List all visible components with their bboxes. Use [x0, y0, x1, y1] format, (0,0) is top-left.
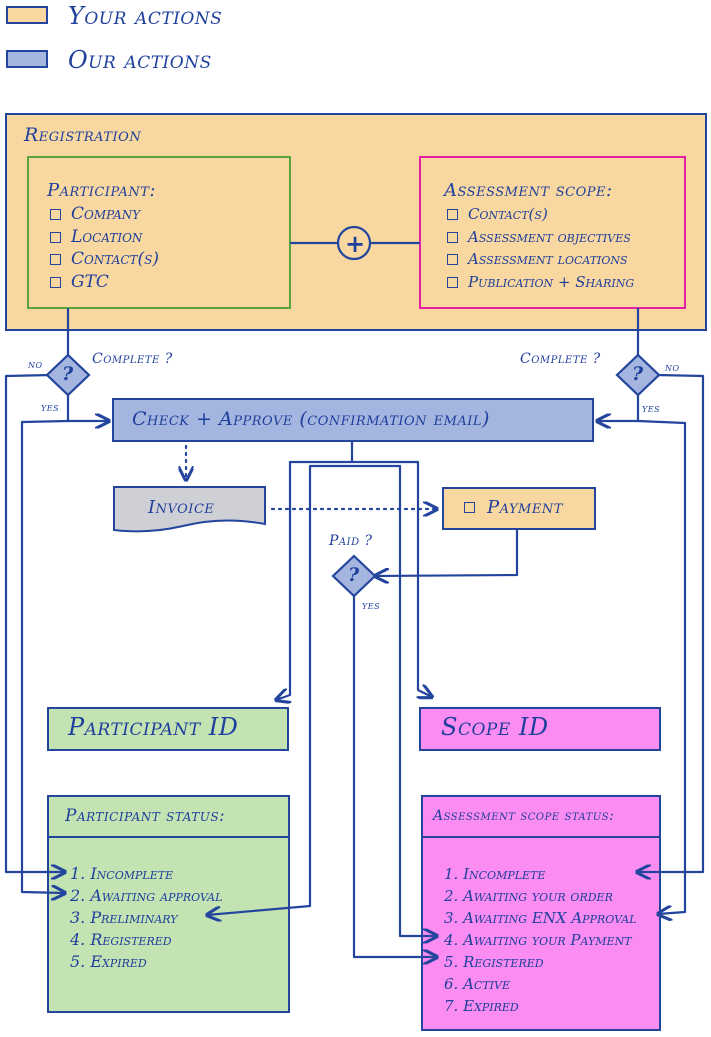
assessment-scope-checklist-item: Publication + Sharing: [447, 271, 634, 294]
to-participant-id: [276, 460, 354, 700]
left-yes-status-path: [20, 419, 70, 893]
participant-status-item: 4. Registered: [70, 930, 172, 949]
paid-decision-label: Paid ?: [329, 533, 373, 549]
to-participant-preliminary: [207, 464, 354, 915]
right-decision-symbol: ?: [632, 363, 644, 385]
checkbox-icon: [447, 254, 458, 265]
participant-checklist-item: Company: [50, 203, 159, 226]
left-no-path: [4, 373, 65, 872]
scope-status-divider: [421, 836, 661, 838]
legend-label-your-actions: Your actions: [68, 2, 223, 30]
payment-checkbox-icon: [464, 502, 475, 513]
participant-checklist-item: Contact(s): [50, 248, 159, 271]
right-no-path: [637, 373, 705, 872]
registration-title: Registration: [24, 124, 142, 146]
assessment-scope-checklist: Contact(s) Assessment objectives Assessm…: [447, 203, 634, 293]
legend-swatch-your-actions: [6, 6, 48, 24]
participant-checklist-item: GTC: [50, 271, 159, 294]
scope-id-box: [419, 707, 661, 751]
assessment-scope-checklist-item: Assessment locations: [447, 248, 634, 271]
left-decision-yes: yes: [41, 400, 60, 414]
plus-circle: [336, 225, 372, 261]
left-yes-path: [66, 393, 109, 421]
participant-status-list: 1. Incomplete 2. Awaiting approval 3. Pr…: [70, 863, 222, 973]
legend-label-our-actions: Our actions: [68, 46, 212, 74]
participant-status-item: 3. Preliminary: [70, 908, 178, 927]
scope-status-item: 3. Awaiting ENX Approval: [444, 909, 637, 927]
scope-status-item: 6. Active: [444, 975, 510, 993]
scope-status-item: 5. Registered: [444, 953, 544, 971]
paid-decision-diamond: [331, 554, 377, 598]
checkbox-icon: [447, 209, 458, 220]
scope-status-box: [421, 795, 661, 1031]
checkbox-icon: [447, 231, 458, 243]
checkbox-icon: [447, 276, 458, 288]
participant-status-item: 1. Incomplete: [70, 864, 174, 883]
payment-box: [442, 487, 596, 530]
legend-swatch-our-actions: [6, 50, 48, 68]
right-yes-status-path: [636, 419, 687, 914]
checkbox-icon: [50, 254, 61, 265]
participant-status-divider: [47, 836, 290, 838]
check-approve-label: Check + Approve (confirmation email): [132, 408, 490, 430]
paid-decision-symbol: ?: [348, 564, 360, 586]
registration-container: [5, 113, 707, 331]
paid-yes-path: [352, 594, 437, 957]
invoice-label: Invoice: [148, 497, 215, 518]
participant-checklist-item: Location: [50, 226, 159, 249]
checkbox-icon: [50, 209, 61, 220]
right-decision-yes: yes: [642, 401, 661, 415]
scope-status-item: 2. Awaiting your order: [444, 887, 613, 905]
right-yes-path: [597, 393, 640, 421]
scope-status-list: 1. Incomplete 2. Awaiting your order 3. …: [444, 863, 637, 1017]
scope-id-label: Scope ID: [441, 713, 549, 741]
assessment-scope-box-title: Assessment scope:: [444, 180, 613, 201]
participant-checklist: Company Location Contact(s) GTC: [50, 203, 159, 293]
payment-label: Payment: [487, 497, 563, 518]
scope-status-item: 4. Awaiting your Payment: [444, 931, 632, 949]
plus-symbol: +: [345, 229, 366, 258]
assessment-scope-checklist-item: Assessment objectives: [447, 226, 634, 249]
participant-box-title: Participant:: [47, 180, 156, 201]
to-scope-awaiting-payment: [350, 464, 437, 936]
scope-status-item: 7. Expired: [444, 997, 519, 1015]
left-decision-no: no: [28, 357, 43, 371]
participant-status-item: 5. Expired: [70, 952, 147, 971]
scope-status-title: Assessment scope status:: [433, 808, 615, 824]
check-approve-box: [112, 398, 594, 442]
participant-id-label: Participant ID: [68, 713, 239, 741]
right-decision-diamond: [615, 353, 661, 397]
invoice-document-shape: [113, 486, 266, 534]
paid-decision-yes: yes: [362, 598, 381, 612]
assessment-scope-box: [419, 156, 686, 309]
right-decision-label: Complete ?: [520, 351, 601, 367]
left-decision-symbol: ?: [62, 363, 74, 385]
left-decision-label: Complete ?: [92, 351, 173, 367]
left-decision-diamond: [45, 353, 91, 397]
checkbox-icon: [50, 276, 61, 288]
participant-status-item: 2. Awaiting approval: [70, 886, 223, 905]
participant-status-title: Participant status:: [65, 806, 226, 826]
right-decision-no: no: [665, 360, 680, 374]
link-payment-to-paid: [375, 528, 519, 576]
scope-status-item: 1. Incomplete: [444, 865, 546, 883]
checkbox-icon: [50, 231, 61, 243]
assessment-scope-checklist-item: Contact(s): [447, 203, 634, 226]
participant-box: [27, 156, 291, 309]
participant-id-box: [47, 707, 289, 751]
participant-status-box: [47, 795, 290, 1013]
